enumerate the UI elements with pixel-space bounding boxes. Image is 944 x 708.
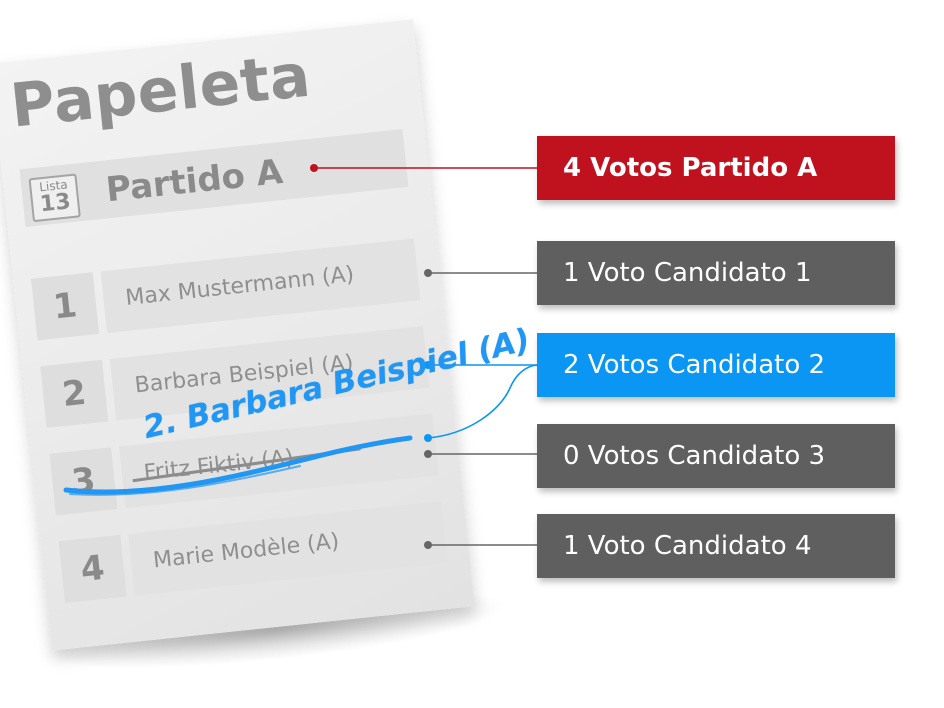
vote-label-party: 4 Votos Partido A xyxy=(537,136,895,200)
vote-label-text: 1 Voto Candidato 4 xyxy=(563,531,812,561)
list-number: 13 xyxy=(38,189,72,218)
party-name: Partido A xyxy=(104,151,285,211)
candidate-row-1: 1 Max Mustermann (A) xyxy=(31,238,421,341)
vote-label-text: 0 Votos Candidato 3 xyxy=(563,441,826,471)
candidate-number: 3 xyxy=(49,447,118,516)
vote-label-text: 1 Voto Candidato 1 xyxy=(563,258,812,288)
candidate-name-box: Marie Modèle (A) xyxy=(128,501,448,596)
vote-label-candidate-2: 2 Votos Candidato 2 xyxy=(537,333,895,397)
candidate-row-4: 4 Marie Modèle (A) xyxy=(58,501,448,603)
vote-label-candidate-4: 1 Voto Candidato 4 xyxy=(537,514,895,578)
party-row: Lista 13 Partido A xyxy=(19,129,409,228)
vote-label-candidate-1: 1 Voto Candidato 1 xyxy=(537,241,895,305)
ballot-title: Papeleta xyxy=(7,40,314,142)
candidate-number: 4 xyxy=(58,534,127,603)
candidate-number: 1 xyxy=(31,272,100,341)
list-number-box: Lista 13 xyxy=(28,173,81,223)
candidate-row-3: 3 Fritz Fiktiv (A) xyxy=(49,413,439,516)
candidate-name: Max Mustermann (A) xyxy=(124,262,356,311)
candidate-number: 2 xyxy=(40,359,109,428)
vote-label-candidate-3: 0 Votos Candidato 3 xyxy=(537,424,895,488)
candidate-name: Fritz Fiktiv (A) xyxy=(142,445,295,486)
candidate-name-box: Max Mustermann (A) xyxy=(100,238,421,334)
ballot-paper: Papeleta Lista 13 Partido A 1 Max Muster… xyxy=(0,19,475,651)
candidate-name: Marie Modèle (A) xyxy=(151,529,341,574)
vote-label-text: 2 Votos Candidato 2 xyxy=(563,350,826,380)
vote-label-text: 4 Votos Partido A xyxy=(563,153,818,183)
